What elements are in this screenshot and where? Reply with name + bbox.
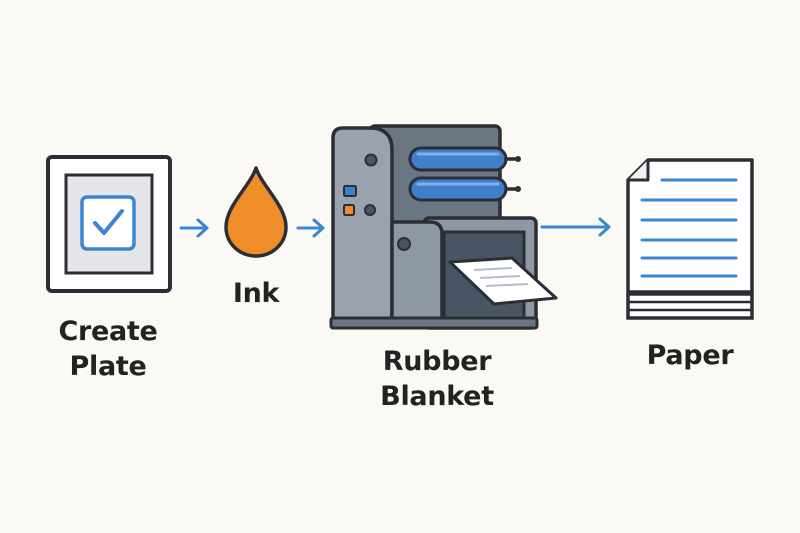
ink-drop-icon (224, 166, 288, 258)
step-label-create-plate: Create Plate (38, 314, 178, 384)
arrow-right-icon (179, 218, 209, 238)
step-label-line: Create (58, 316, 158, 347)
step-label-line: Rubber (382, 346, 492, 377)
step-label-line: Blanket (380, 381, 494, 412)
step-label-paper: Paper (620, 338, 760, 373)
offset-press-icon (329, 124, 558, 330)
paper-stack-icon (626, 158, 754, 320)
arrow-right-icon (296, 218, 325, 238)
step-label-rubber-blanket: Rubber Blanket (352, 344, 522, 414)
plate-with-checkmark-icon (46, 155, 172, 293)
arrow-right-icon (540, 217, 611, 237)
step-label-line: Plate (69, 351, 147, 382)
step-label-line: Paper (646, 340, 734, 371)
step-label-ink: Ink (214, 276, 298, 311)
step-label-line: Ink (232, 278, 280, 309)
